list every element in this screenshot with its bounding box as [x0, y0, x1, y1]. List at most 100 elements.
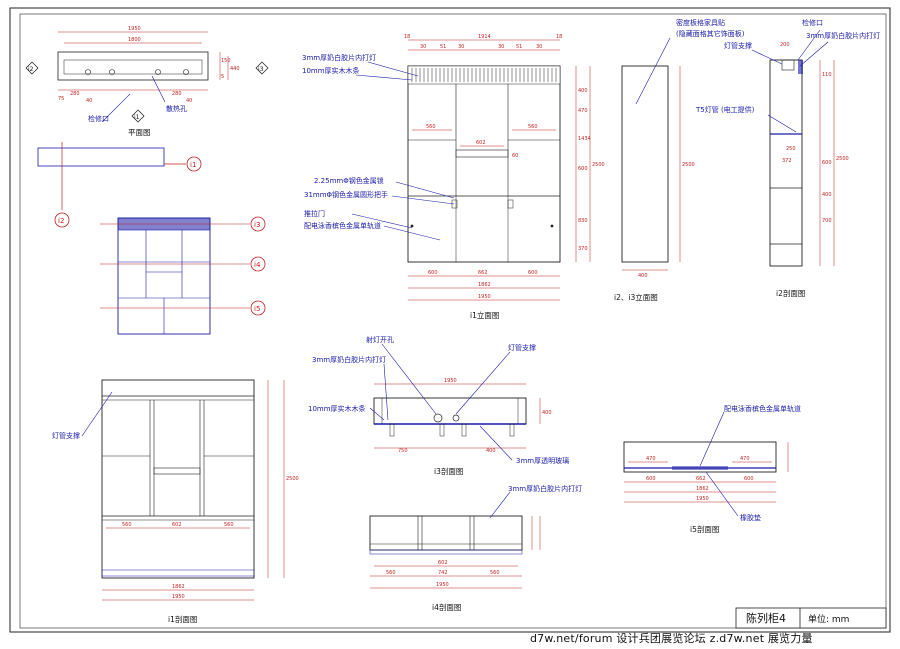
svg-text:i5: i5	[254, 305, 260, 313]
plan-mark-i2: i2	[25, 61, 39, 75]
svg-text:560: 560	[490, 570, 500, 576]
svg-text:742: 742	[438, 570, 448, 576]
svg-text:1862: 1862	[478, 282, 491, 288]
plan-label-access: 检修口	[88, 114, 109, 123]
i3-label-strip: 10mm厚实木木条	[308, 404, 366, 413]
elev-label-strip: 10mm厚实木木条	[302, 66, 360, 75]
svg-text:560: 560	[528, 124, 538, 130]
key-elevation-blue: i3 i4 i5	[100, 216, 266, 335]
svg-text:60: 60	[512, 153, 518, 159]
svg-text:400: 400	[638, 273, 648, 279]
svg-text:560: 560	[122, 522, 132, 528]
svg-text:400: 400	[486, 448, 496, 454]
svg-text:250: 250	[786, 146, 796, 152]
i5-caption: i5剖面图	[690, 524, 719, 534]
svg-text:18: 18	[404, 34, 410, 40]
svg-text:1950: 1950	[436, 582, 449, 588]
svg-text:1862: 1862	[696, 486, 709, 492]
plan-mark-i3: i3	[255, 61, 269, 75]
elevation-i1: 1914 18 30 51 30 30 51 30 18 560 602 560…	[302, 34, 605, 320]
svg-text:400: 400	[578, 88, 588, 94]
svg-text:560: 560	[224, 522, 234, 528]
i1-caption: i1剖面图	[168, 614, 197, 624]
plan-mark-i1: i1	[131, 109, 145, 123]
svg-text:600: 600	[428, 270, 438, 276]
svg-text:600: 600	[646, 476, 656, 482]
svg-text:1950: 1950	[478, 294, 491, 300]
svg-text:2500: 2500	[682, 162, 695, 168]
svg-text:662: 662	[478, 270, 488, 276]
svg-text:700: 700	[822, 218, 832, 224]
elev-label-rail: 配电泳香槟色金属单轨道	[304, 221, 381, 230]
plan-dim-d3: 40	[86, 98, 92, 104]
i3-label-support: 灯管支撑	[508, 343, 536, 352]
i3-label-hole: 射灯开孔	[366, 335, 394, 344]
svg-text:i2: i2	[28, 66, 34, 73]
i2-label-access: 检修口	[802, 18, 823, 27]
side-label-1: 密度板格家具贴	[676, 18, 725, 27]
svg-text:470: 470	[646, 456, 656, 462]
i5-label-pad: 橡胶垫	[740, 513, 761, 522]
svg-text:30: 30	[458, 44, 464, 50]
svg-text:2500: 2500	[836, 156, 849, 162]
footer-credit: d7w.net/forum 设计兵团展览论坛 z.d7w.net 展览力量	[530, 632, 813, 645]
i4-caption: i4剖面图	[432, 602, 461, 612]
svg-text:600: 600	[822, 160, 832, 166]
svg-text:602: 602	[172, 522, 182, 528]
elev-label-rod: 2.25mmΦ钢色金属锁	[314, 176, 384, 185]
svg-text:400: 400	[542, 410, 552, 416]
plan-dim-d4: 280	[172, 91, 182, 97]
svg-text:560: 560	[386, 570, 396, 576]
svg-text:i1: i1	[134, 114, 140, 121]
svg-text:600: 600	[578, 166, 588, 172]
svg-text:830: 830	[578, 218, 588, 224]
plan-dim-d2: 280	[70, 91, 80, 97]
svg-text:i3: i3	[254, 221, 260, 229]
elev-vent-strips	[411, 68, 557, 82]
elev-label-handle: 31mmΦ钢色金属圆形把手	[304, 190, 388, 199]
plan-dim-r3: 5	[221, 74, 224, 80]
svg-text:400: 400	[822, 192, 832, 198]
svg-text:1434: 1434	[578, 136, 591, 142]
svg-text:200: 200	[780, 42, 790, 48]
svg-text:i3: i3	[258, 66, 264, 73]
section-i3: 1950 750 400 400 射灯开孔 灯管支撑 3mm厚奶白胶片内打灯 1…	[308, 335, 569, 476]
svg-text:600: 600	[744, 476, 754, 482]
plan-dim-top1: 1950	[128, 26, 141, 32]
plan-dim-d5: 40	[186, 98, 192, 104]
svg-text:750: 750	[398, 448, 408, 454]
svg-text:560: 560	[426, 124, 436, 130]
elev-dim-top: 1914	[478, 34, 491, 40]
svg-text:1950: 1950	[444, 378, 457, 384]
svg-text:30: 30	[420, 44, 426, 50]
svg-text:2500: 2500	[592, 162, 605, 168]
i2-label-support: 灯管支撑	[724, 41, 752, 50]
svg-text:602: 602	[476, 140, 486, 146]
svg-text:30: 30	[536, 44, 542, 50]
i4-label-tube: 3mm厚奶白胶片内打灯	[508, 484, 582, 493]
i3-label-tube: 3mm厚奶白胶片内打灯	[312, 355, 386, 364]
section-i4: 560 602 742 560 1950 3mm厚奶白胶片内打灯 i4剖面图	[369, 484, 582, 612]
i2-caption: i2剖面图	[776, 288, 805, 298]
i2-label-t5: T5灯管 (电工提供)	[695, 105, 755, 114]
plan-caption: 平面图	[128, 128, 151, 137]
svg-text:51: 51	[440, 44, 446, 50]
plan-label-vent: 散热孔	[166, 104, 187, 113]
svg-text:600: 600	[528, 270, 538, 276]
i1-label-support: 灯管支撑	[52, 431, 80, 440]
side-caption: i2、i3立面图	[614, 292, 658, 302]
plan-dim-d1: 75	[58, 96, 64, 102]
svg-text:370: 370	[578, 246, 588, 252]
i5-label-rail: 配电泳香槟色金属单轨道	[724, 404, 801, 413]
svg-text:110: 110	[822, 72, 832, 78]
i3-caption: i3剖面图	[434, 466, 463, 476]
svg-text:51: 51	[516, 44, 522, 50]
svg-text:2500: 2500	[286, 476, 299, 482]
plan-dim-r1: 440	[230, 66, 240, 72]
svg-text:i1: i1	[190, 161, 196, 169]
i3-label-glass: 3mm厚透明玻璃	[516, 456, 569, 465]
section-i5: 470 470 600 662 600 1862 1950 配电泳香槟色金属单轨…	[623, 404, 801, 534]
unit-label: 单位: mm	[808, 613, 849, 625]
svg-text:662: 662	[696, 476, 706, 482]
